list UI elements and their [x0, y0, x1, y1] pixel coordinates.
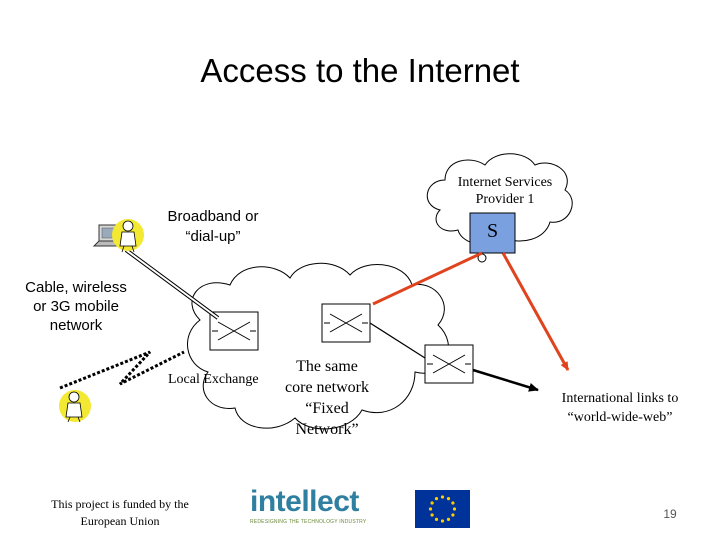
eu-flag-icon	[415, 490, 470, 528]
international-label: International links to “world-wide-web”	[540, 389, 700, 427]
core-switch	[321, 303, 371, 343]
intl-label-line2: “world-wide-web”	[567, 410, 673, 425]
isp-server-box	[469, 212, 516, 254]
core-to-gateway-link	[369, 322, 426, 359]
server-letter: S	[486, 220, 499, 242]
isp-label-line1: Internet Services	[457, 175, 553, 190]
page-number: 19	[663, 507, 677, 521]
mobile-label-line2: or 3G mobile	[33, 298, 119, 315]
funding-line2: European Union	[80, 514, 160, 528]
mobile-label-line1: Cable, wireless	[25, 279, 127, 296]
core-label-line1: The same	[296, 358, 358, 375]
gateway-to-international-link	[472, 368, 539, 392]
broadband-label-line1: Broadband or	[167, 208, 259, 225]
core-label-line3: “Fixed	[305, 400, 349, 417]
local-exchange-switch	[209, 311, 259, 351]
broadband-label: Broadband or “dial-up”	[148, 207, 278, 247]
funding-line1: This project is funded by the	[51, 497, 189, 511]
isp-to-international-link	[501, 252, 570, 371]
isp-label-line2: Provider 1	[475, 192, 535, 207]
core-label-line4: Network”	[295, 421, 359, 438]
intellect-logo-tagline: REDESIGNING THE TECHNOLOGY INDUSTRY	[250, 519, 367, 525]
mobile-label-line3: network	[49, 317, 103, 334]
local-exchange-label: Local Exchange	[168, 372, 259, 387]
funding-note: This project is funded by the European U…	[45, 496, 195, 530]
wireless-link	[59, 350, 185, 390]
broadband-label-line2: “dial-up”	[185, 228, 241, 245]
intellect-logo-text: intellect	[250, 485, 359, 518]
isp-to-core-link	[372, 251, 483, 306]
intl-label-line1: International links to	[561, 391, 679, 406]
mobile-network-label: Cable, wireless or 3G mobile network	[2, 278, 150, 335]
mobile-user-icon	[59, 390, 91, 423]
intellect-logo: intellect REDESIGNING THE TECHNOLOGY IND…	[250, 485, 367, 526]
isp-label: Internet Services Provider 1	[430, 174, 580, 208]
slide-title: Access to the Internet	[200, 52, 520, 89]
gateway-switch	[424, 344, 474, 384]
broadband-user-icon	[112, 219, 144, 253]
core-network-label: The same core network “Fixed Network”	[262, 356, 392, 440]
core-label-line2: core network	[285, 379, 369, 396]
